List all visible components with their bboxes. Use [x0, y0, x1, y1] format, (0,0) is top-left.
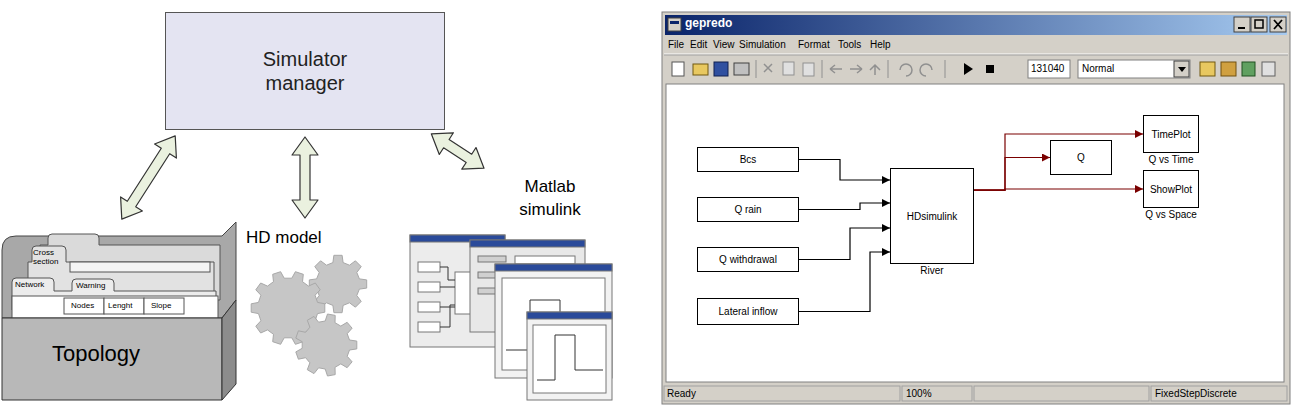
node-text: gepredo [685, 16, 732, 30]
menu-item: Edit [690, 39, 707, 50]
menu-item: Tools [838, 39, 861, 50]
signal-wire [974, 189, 1143, 190]
double-arrow [431, 133, 484, 169]
card-tab-label: Lenght [108, 301, 132, 310]
node-text: HD model [246, 228, 322, 248]
status-text: FixedStepDiscrete [1155, 388, 1237, 399]
screenshot-illustration [410, 235, 612, 400]
node-text: Q withdrawal [719, 254, 777, 265]
card-tab-label: Cross section [33, 248, 63, 266]
signal-wire [799, 203, 890, 210]
menu-item: Format [798, 39, 830, 50]
hd-model: HD model [240, 225, 365, 377]
toolbar-field: 131040 [1031, 63, 1064, 74]
menu-item: View [713, 39, 735, 50]
toolbar-field: Normal [1082, 63, 1114, 74]
status-text: 100% [906, 388, 932, 399]
subsystem-block: HDsimulinkRiver [890, 168, 974, 264]
signal-wire [799, 228, 890, 260]
menu-item: Simulation [739, 39, 786, 50]
signal-wire [799, 252, 890, 312]
node-text: Matlab simulink [505, 175, 595, 221]
node-text: Simulator manager [230, 47, 380, 95]
card-tab-label: Network [15, 280, 44, 289]
window-frame [662, 12, 1290, 404]
input-block: Q rain [697, 197, 799, 222]
manager-box: Simulator manager [165, 12, 445, 130]
node-text: HDsimulink [907, 211, 958, 222]
menu-item: Help [870, 39, 891, 50]
matlab-simulink: Matlab simulink [405, 172, 612, 402]
status-text: Ready [667, 388, 696, 399]
input-block: Bcs [697, 147, 799, 172]
input-block: Lateral inflow [697, 298, 799, 325]
card-tab-label: Warning [76, 281, 106, 290]
simulink-window: gepredoBcs Q rain Q withdrawalLateral infl… [662, 12, 1290, 404]
node-caption: Q vs Space [1145, 209, 1197, 220]
node-text: TimePlot [1151, 129, 1190, 140]
card-tab-label: Nodes [71, 301, 94, 310]
node-text: Lateral inflow [719, 306, 778, 317]
double-arrow [121, 136, 177, 219]
scope-block: TimePlotQ vs Time [1143, 115, 1199, 153]
node-text: Q rain [734, 204, 761, 215]
display-block: Q [1050, 140, 1112, 175]
gear [296, 314, 357, 376]
node-text: Q [1077, 152, 1085, 163]
card-file-illustration [2, 222, 236, 400]
signal-wire [974, 134, 1143, 190]
node-text: Bcs [740, 154, 757, 165]
node-caption: River [920, 265, 943, 276]
input-block: Q withdrawal [697, 247, 799, 272]
node-text: Topology [52, 341, 140, 367]
node-caption: Q vs Time [1148, 154, 1193, 165]
signal-wire [799, 160, 890, 181]
scope-block: ShowPlotQ vs Space [1143, 170, 1199, 208]
menu-item: File [668, 39, 684, 50]
node-text: ShowPlot [1150, 184, 1192, 195]
double-arrow [292, 137, 318, 218]
card-tab-label: Slope [151, 301, 171, 310]
gear-illustration [251, 255, 367, 376]
signal-wire [974, 158, 1050, 191]
